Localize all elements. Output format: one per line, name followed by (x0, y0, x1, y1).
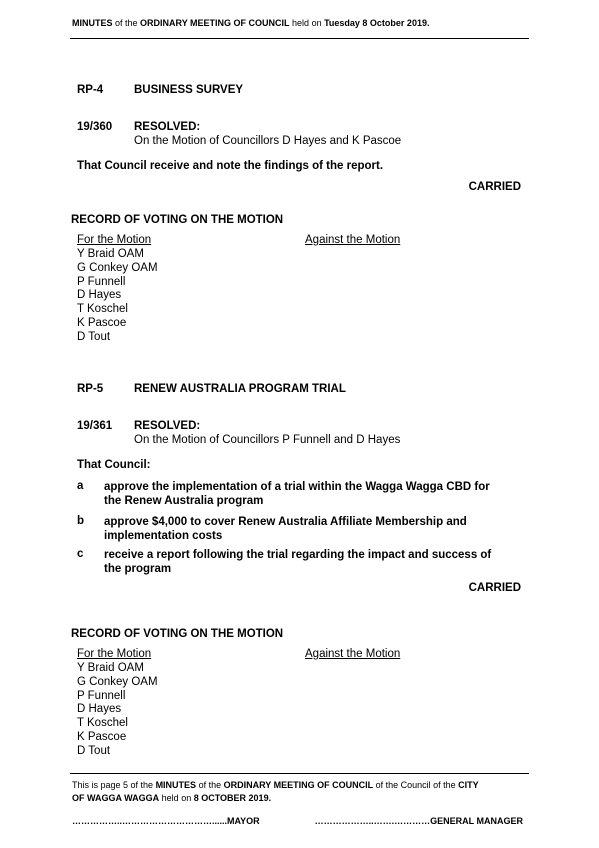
footer-held-on: held on (159, 793, 194, 803)
header-minutes: MINUTES (72, 18, 113, 28)
header-divider (70, 38, 529, 39)
footer-divider (70, 773, 529, 774)
footer-page-text: This is page 5 of the (72, 780, 156, 790)
rp5-item-b: approve $4,000 to cover Renew Australia … (104, 515, 522, 543)
rp4-resolved-label: RESOLVED: (134, 121, 201, 133)
rp5-item-a-line2: the Renew Australia program (104, 495, 264, 507)
footer-wagga: OF WAGGA WAGGA (72, 793, 160, 803)
rp5-voting-title: RECORD OF VOTING ON THE MOTION (71, 628, 284, 640)
page-header: MINUTES of the ORDINARY MEETING OF COUNC… (72, 18, 429, 28)
rp5-resolved-label: RESOLVED: (134, 420, 201, 432)
list-item: K Pascoe (77, 730, 127, 743)
rp4-against-label: Against the Motion (305, 234, 401, 246)
rp5-code: RP-5 (77, 383, 104, 395)
header-meeting: ORDINARY MEETING OF COUNCIL (140, 18, 290, 28)
rp5-item-a-line1: approve the implementation of a trial wi… (104, 481, 490, 493)
rp4-code: RP-4 (77, 84, 104, 96)
rp4-resolution-text: That Council receive and note the findin… (77, 160, 384, 172)
rp5-item-c-line1: receive a report following the trial reg… (104, 549, 492, 561)
general-manager-signature-line: ………………..…….…………GENERAL MANAGER (314, 816, 523, 826)
rp5-item-c-line2: the program (104, 563, 172, 575)
rp5-item-c-label: c (77, 548, 84, 560)
list-item: D Hayes (77, 703, 122, 716)
rp5-item-b-line1: approve $4,000 to cover Renew Australia … (104, 516, 467, 528)
list-item: D Tout (77, 744, 111, 757)
rp5-carried: CARRIED (468, 582, 521, 594)
header-date: Tuesday 8 October 2019. (324, 18, 430, 28)
rp5-against-label: Against the Motion (305, 648, 401, 660)
footer-council-of: of the Council of the (373, 780, 459, 790)
rp4-carried: CARRIED (468, 181, 521, 193)
rp5-intro: That Council: (77, 459, 151, 471)
footer-city: CITY (458, 780, 479, 790)
footer-line-1: This is page 5 of the MINUTES of the ORD… (72, 780, 479, 790)
footer-meeting: ORDINARY MEETING OF COUNCIL (223, 780, 374, 790)
list-item: K Pascoe (77, 316, 127, 329)
rp5-item-a-label: a (77, 480, 84, 492)
rp4-title: BUSINESS SURVEY (134, 84, 244, 96)
rp5-item-a: approve the implementation of a trial wi… (104, 480, 522, 508)
rp5-for-label: For the Motion (77, 648, 152, 660)
header-of: of the (112, 18, 141, 28)
footer-of: of the (196, 780, 224, 790)
list-item: T Koschel (77, 303, 128, 316)
header-held-on: held on (289, 18, 325, 28)
list-item: D Hayes (77, 289, 122, 302)
rp4-for-list: Y Braid OAM G Conkey OAM P Funnell D Hay… (77, 248, 158, 345)
rp5-for-list: Y Braid OAM G Conkey OAM P Funnell D Hay… (77, 662, 158, 759)
list-item: G Conkey OAM (77, 261, 158, 274)
list-item: P Funnell (77, 275, 126, 288)
list-item: Y Braid OAM (77, 248, 144, 260)
list-item: T Koschel (77, 717, 128, 730)
list-item: Y Braid OAM (77, 662, 144, 674)
rp4-for-label: For the Motion (77, 234, 152, 246)
rp5-title: RENEW AUSTRALIA PROGRAM TRIAL (134, 383, 346, 395)
rp5-item-c: receive a report following the trial reg… (104, 548, 522, 576)
list-item: P Funnell (77, 689, 126, 702)
rp4-voting-title: RECORD OF VOTING ON THE MOTION (71, 214, 284, 226)
rp4-resolution-number: 19/360 (77, 121, 113, 133)
footer-minutes: MINUTES (155, 780, 197, 790)
rp5-item-b-label: b (77, 515, 85, 527)
footer-line-2: OF WAGGA WAGGA held on 8 OCTOBER 2019. (72, 793, 271, 803)
footer-date: 8 OCTOBER 2019. (193, 793, 272, 803)
rp5-motion: On the Motion of Councillors P Funnell a… (134, 434, 401, 446)
rp4-motion: On the Motion of Councillors D Hayes and… (134, 135, 402, 147)
list-item: G Conkey OAM (77, 675, 158, 688)
rp5-resolution-number: 19/361 (77, 420, 113, 432)
mayor-signature-line: ……………..…………………………......MAYOR (72, 816, 260, 826)
rp5-item-b-line2: implementation costs (104, 530, 223, 542)
list-item: D Tout (77, 330, 111, 343)
